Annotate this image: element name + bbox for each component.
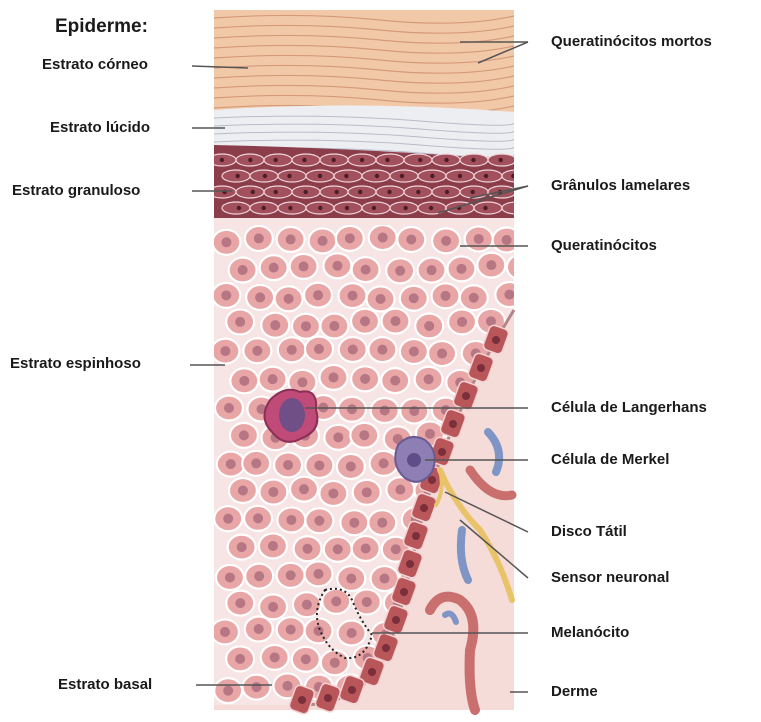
label-sensor-neuronal: Sensor neuronal (551, 569, 669, 587)
label-celula-langerhans: Célula de Langerhans (551, 399, 707, 417)
label-estrato-basal: Estrato basal (58, 676, 152, 694)
label-granulos-lamelares: Grânulos lamelares (551, 177, 690, 195)
label-estrato-granuloso: Estrato granuloso (12, 182, 140, 200)
diagram-title: Epiderme: (55, 16, 148, 38)
label-estrato-espinhoso: Estrato espinhoso (10, 355, 141, 373)
label-derme: Derme (551, 683, 598, 701)
label-estrato-corneo: Estrato córneo (42, 56, 148, 74)
label-queratinocitos-mortos: Queratinócitos mortos (551, 33, 712, 51)
label-queratinocitos: Queratinócitos (551, 237, 657, 255)
label-celula-merkel: Célula de Merkel (551, 451, 669, 469)
label-disco-tatil: Disco Tátil (551, 523, 627, 541)
label-estrato-lucido: Estrato lúcido (50, 119, 150, 137)
label-melanocito: Melanócito (551, 624, 629, 642)
